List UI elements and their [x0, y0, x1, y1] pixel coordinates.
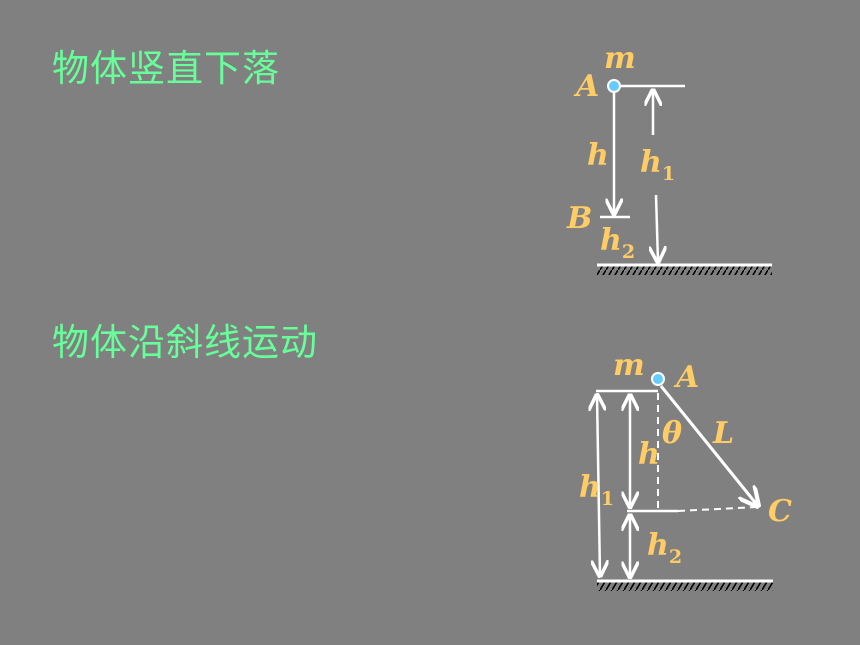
point-a-dot-1 — [607, 79, 621, 93]
theta-label: θ — [662, 416, 682, 451]
diagram-vertical-fall: m A h h1 B h2 — [566, 41, 772, 275]
h1-label-2: h1 — [579, 470, 614, 510]
h1-arrow-2 — [597, 395, 600, 576]
mass-label-2: m — [613, 348, 645, 383]
point-a-label-1: A — [573, 69, 599, 104]
h1-arrow-down-1 — [656, 194, 658, 262]
heading-incline-motion: 物体沿斜线运动 — [52, 321, 318, 364]
point-a-dot-2 — [651, 372, 665, 386]
mass-label-1: m — [604, 41, 636, 76]
ground-2 — [597, 579, 773, 591]
point-c-label: C — [768, 494, 792, 529]
h1-label-1: h1 — [640, 145, 675, 185]
h2-label-2: h2 — [647, 528, 682, 568]
ground-1 — [597, 263, 772, 275]
h-label-2: h — [638, 437, 660, 472]
h2-label-1: h2 — [600, 223, 635, 263]
diagram-incline-motion: m A θ L h h1 C h2 — [579, 348, 792, 591]
dashed-horizontal — [677, 506, 759, 512]
point-b-label: B — [566, 201, 592, 236]
incline-arrow — [659, 385, 758, 506]
h-label-1: h — [587, 138, 609, 173]
heading-vertical-fall: 物体竖直下落 — [52, 47, 280, 90]
length-label: L — [712, 416, 734, 451]
point-a-label-2: A — [673, 360, 699, 395]
